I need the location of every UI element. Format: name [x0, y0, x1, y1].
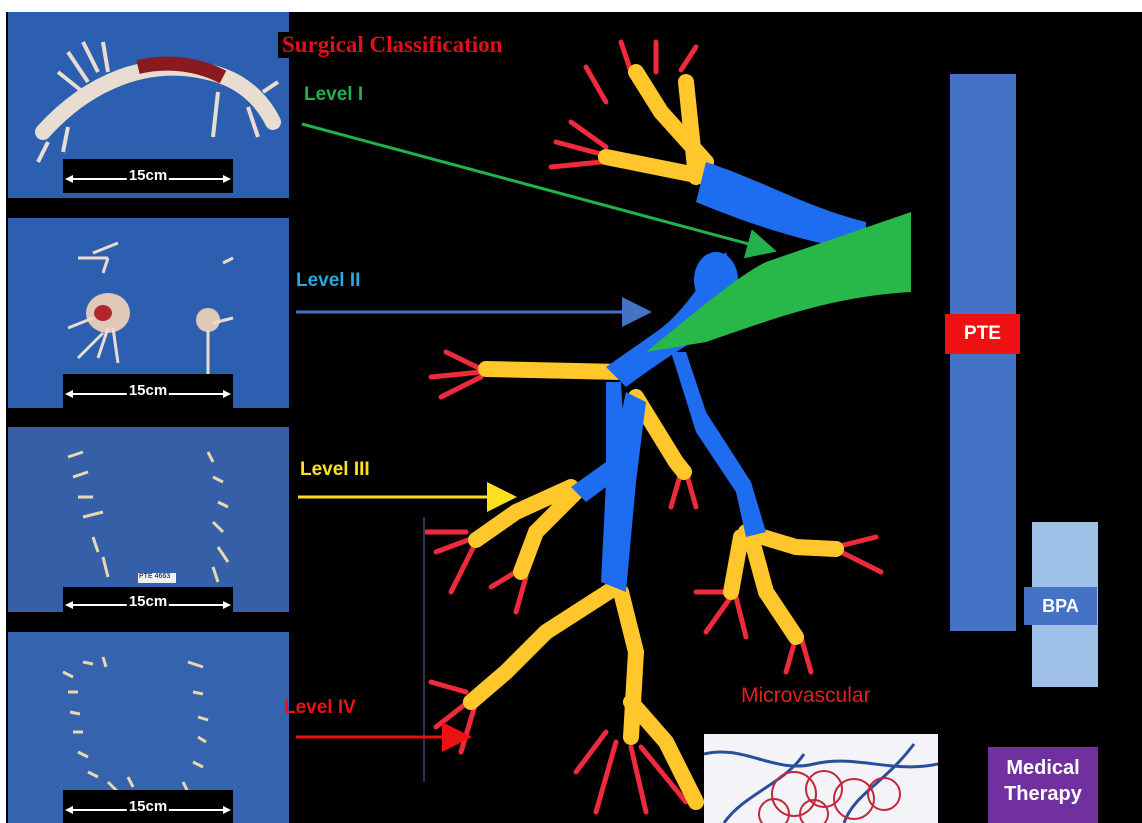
level-4-label: Level IV: [284, 697, 356, 719]
figure-canvas: 15cm 15cm PTE 4663 15cm: [6, 12, 1142, 823]
level-2-label: Level II: [296, 270, 360, 292]
proximal-trunk: [646, 212, 911, 352]
pte-label: PTE: [945, 314, 1020, 354]
microvascular-inset: [704, 734, 938, 823]
bpa-label: BPA: [1024, 587, 1097, 625]
medical-therapy-label: Medical Therapy: [1004, 757, 1082, 805]
level-3-label: Level III: [300, 459, 370, 481]
level-1-label: Level I: [304, 84, 363, 106]
scale-label: 15cm: [127, 593, 169, 610]
scale-label: 15cm: [127, 167, 169, 184]
scale-label: 15cm: [127, 382, 169, 399]
microvascular-label: Microvascular: [741, 684, 871, 708]
scale-label: 15cm: [127, 798, 169, 815]
medical-therapy-box: Medical Therapy: [988, 747, 1098, 823]
